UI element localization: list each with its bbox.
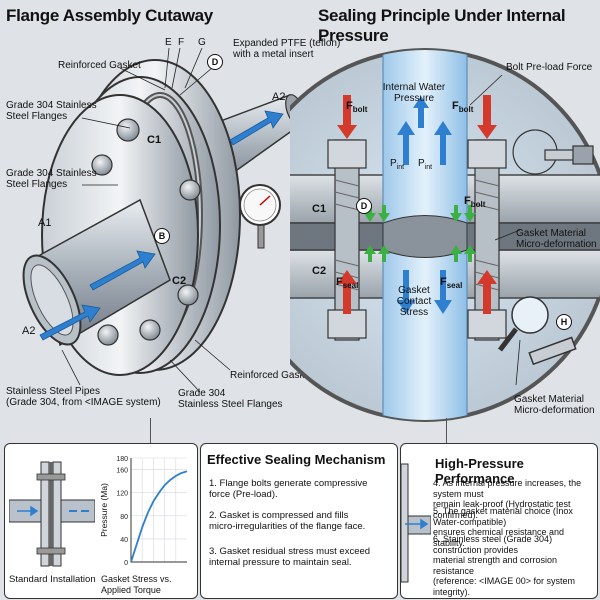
gasket-stress-chart: 180 160 120 80 40 0 Pressure (Ma) [99, 456, 188, 567]
callout-d-right: D [356, 198, 372, 214]
sealing-item-1: 1. Flange bolts generate compressive for… [209, 478, 368, 500]
panel-high-pressure: High-Pressure Performance 4. As internal… [400, 443, 598, 599]
label-g: G [198, 37, 206, 48]
label-micro-deformation-top: Gasket Material Micro-deformation [516, 228, 597, 250]
caption-standard-installation: Standard Installation [9, 574, 96, 585]
label-c1-left: C1 [147, 134, 162, 146]
connector-line-right [446, 418, 447, 444]
callout-d-left: D [207, 54, 223, 70]
callout-h: H [556, 314, 572, 330]
sealing-item-2: 2. Gasket is compressed and fills micro-… [209, 510, 366, 532]
label-e: E [165, 37, 172, 48]
connector-line-left [150, 418, 151, 444]
label-p-int-left: Pint [390, 158, 405, 171]
label-micro-deformation-bottom: Gasket Material Micro-deformation [514, 394, 595, 416]
chart-y-axis-label: Pressure (Ma) [99, 483, 109, 537]
label-f-bolt-right: Fbolt [452, 100, 474, 115]
label-expanded-ptfe: Expanded PTFE (teflon) with a metal inse… [233, 38, 341, 60]
left-section-title: Flange Assembly Cutaway [6, 6, 213, 25]
callout-b: B [154, 228, 170, 244]
pressure-item-6: 6. Stainless steel (Grade 304) construct… [433, 534, 576, 597]
label-c2-left: C2 [172, 275, 187, 287]
pressure-item-4: 4. As internal pressure increases, the s… [433, 478, 582, 520]
label-reinforced-gasket-top: Reinforced Gasket [58, 60, 141, 71]
label-flanges-bottom: Grade 304 Stainless Steel Flanges [178, 388, 283, 410]
label-a2-right: A2 [272, 91, 286, 103]
label-a1: A1 [38, 217, 52, 229]
label-f-bolt-left: Fbolt [346, 100, 368, 115]
sealing-item-3: 3. Gasket residual stress must exceed in… [209, 546, 371, 568]
label-f-seal-right: Fseal [440, 276, 463, 291]
panel-standard-installation: 180 160 120 80 40 0 Pressure (Ma) Standard Ins… [4, 443, 198, 599]
chart-series-line [130, 470, 188, 563]
label-stainless-pipes: Stainless Steel Pipes (Grade 304, from <… [6, 386, 161, 408]
label-c1-right: C1 [312, 203, 327, 215]
label-flanges-top: Grade 304 Stainless Steel Flanges [6, 100, 97, 122]
label-c2-right: C2 [312, 265, 327, 277]
label-f: F [178, 37, 185, 48]
effective-sealing-title: Effective Sealing Mechanism [207, 452, 386, 467]
flange-cutaway-illustration [22, 47, 305, 393]
high-pressure-title: High-Pressure Performance [435, 456, 524, 486]
chart-y-tick-label: 0 [124, 560, 128, 567]
label-f-seal-left: Fseal [336, 276, 359, 291]
label-a2-left: A2 [22, 325, 36, 337]
chart-y-tick-label: 120 [116, 491, 128, 498]
pressure-item-5: 5. The gasket material choice (Inox Wate… [433, 506, 573, 548]
label-bolt-preload: Bolt Pre-load Force [506, 62, 593, 73]
label-gasket-contact-stress: Gasket Contact Stress [396, 285, 432, 318]
label-reinforced-gasket-bottom: Reinforced Gasket [230, 370, 313, 381]
installation-diagram [9, 461, 95, 567]
caption-gasket-stress: Gasket Stress vs. Applied Torque [101, 574, 172, 595]
high-pressure-diagram [401, 463, 431, 583]
label-internal-water-pressure: Internal Water Pressure [382, 82, 446, 104]
right-section-title: Sealing Principle Under Internal Pressur… [318, 6, 566, 45]
sealing-principle-illustration [290, 48, 600, 422]
label-p-int-right: Pint [418, 158, 433, 171]
chart-y-tick-label: 40 [120, 537, 128, 544]
chart-y-tick-label: 80 [120, 514, 128, 521]
label-f-bolt-mid: Fbolt [464, 195, 486, 210]
chart-y-tick-label: 180 [116, 456, 128, 463]
chart-y-tick-label: 160 [116, 468, 128, 475]
label-flanges-mid: Grade 304 Stainless Steel Flanges [6, 168, 97, 190]
panel-effective-sealing: Effective Sealing Mechanism 1. Flange bo… [200, 443, 398, 599]
